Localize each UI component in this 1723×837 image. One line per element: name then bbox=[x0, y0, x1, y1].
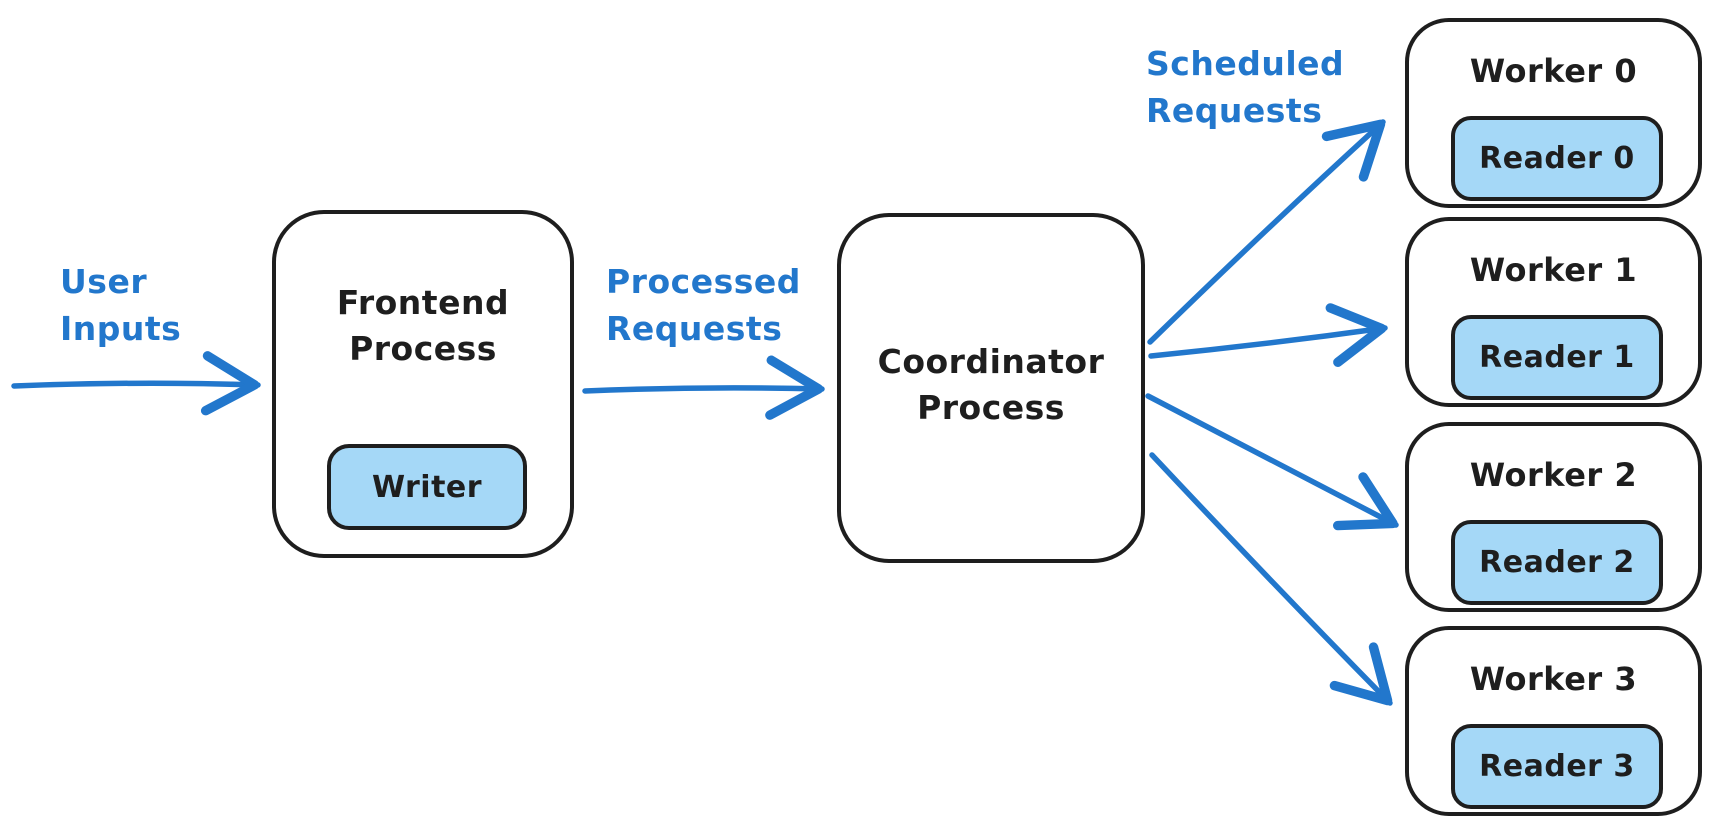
worker-box-3: Worker 3 Reader 3 bbox=[1405, 626, 1702, 816]
worker-box-1: Worker 1 Reader 1 bbox=[1405, 217, 1702, 407]
scheduled-requests-label: Scheduled Requests bbox=[1146, 44, 1345, 130]
processed-requests-arrow bbox=[582, 355, 825, 420]
reader-box-1: Reader 1 bbox=[1451, 315, 1663, 400]
worker-title-1: Worker 1 bbox=[1469, 251, 1638, 289]
worker-title-3: Worker 3 bbox=[1469, 660, 1638, 698]
frontend-process-box: Frontend Process Writer bbox=[272, 210, 574, 558]
reader-label-2: Reader 2 bbox=[1479, 545, 1635, 580]
coordinator-process-title: Coordinator Process bbox=[877, 342, 1105, 427]
writer-label: Writer bbox=[371, 469, 483, 505]
scheduled-arrow-worker-2 bbox=[1145, 393, 1399, 531]
user-inputs-label: User Inputs bbox=[60, 262, 182, 348]
user-inputs-arrow bbox=[11, 351, 261, 416]
processed-requests-label: Processed Requests bbox=[606, 262, 801, 348]
reader-label-3: Reader 3 bbox=[1479, 749, 1635, 784]
worker-title-0: Worker 0 bbox=[1469, 52, 1638, 90]
scheduled-arrow-worker-1 bbox=[1148, 303, 1388, 367]
reader-box-2: Reader 2 bbox=[1451, 520, 1663, 605]
reader-box-0: Reader 0 bbox=[1451, 116, 1663, 201]
scheduled-arrow-worker-0 bbox=[1147, 119, 1386, 345]
worker-title-2: Worker 2 bbox=[1469, 456, 1638, 494]
reader-label-1: Reader 1 bbox=[1479, 340, 1635, 375]
scheduled-arrow-worker-3 bbox=[1149, 452, 1393, 706]
reader-box-3: Reader 3 bbox=[1451, 724, 1663, 809]
reader-label-0: Reader 0 bbox=[1479, 141, 1635, 176]
writer-box: Writer bbox=[327, 444, 527, 530]
worker-box-2: Worker 2 Reader 2 bbox=[1405, 422, 1702, 612]
frontend-process-title: Frontend Process bbox=[336, 283, 510, 368]
worker-box-0: Worker 0 Reader 0 bbox=[1405, 18, 1702, 208]
coordinator-process-box: Coordinator Process bbox=[837, 213, 1145, 563]
